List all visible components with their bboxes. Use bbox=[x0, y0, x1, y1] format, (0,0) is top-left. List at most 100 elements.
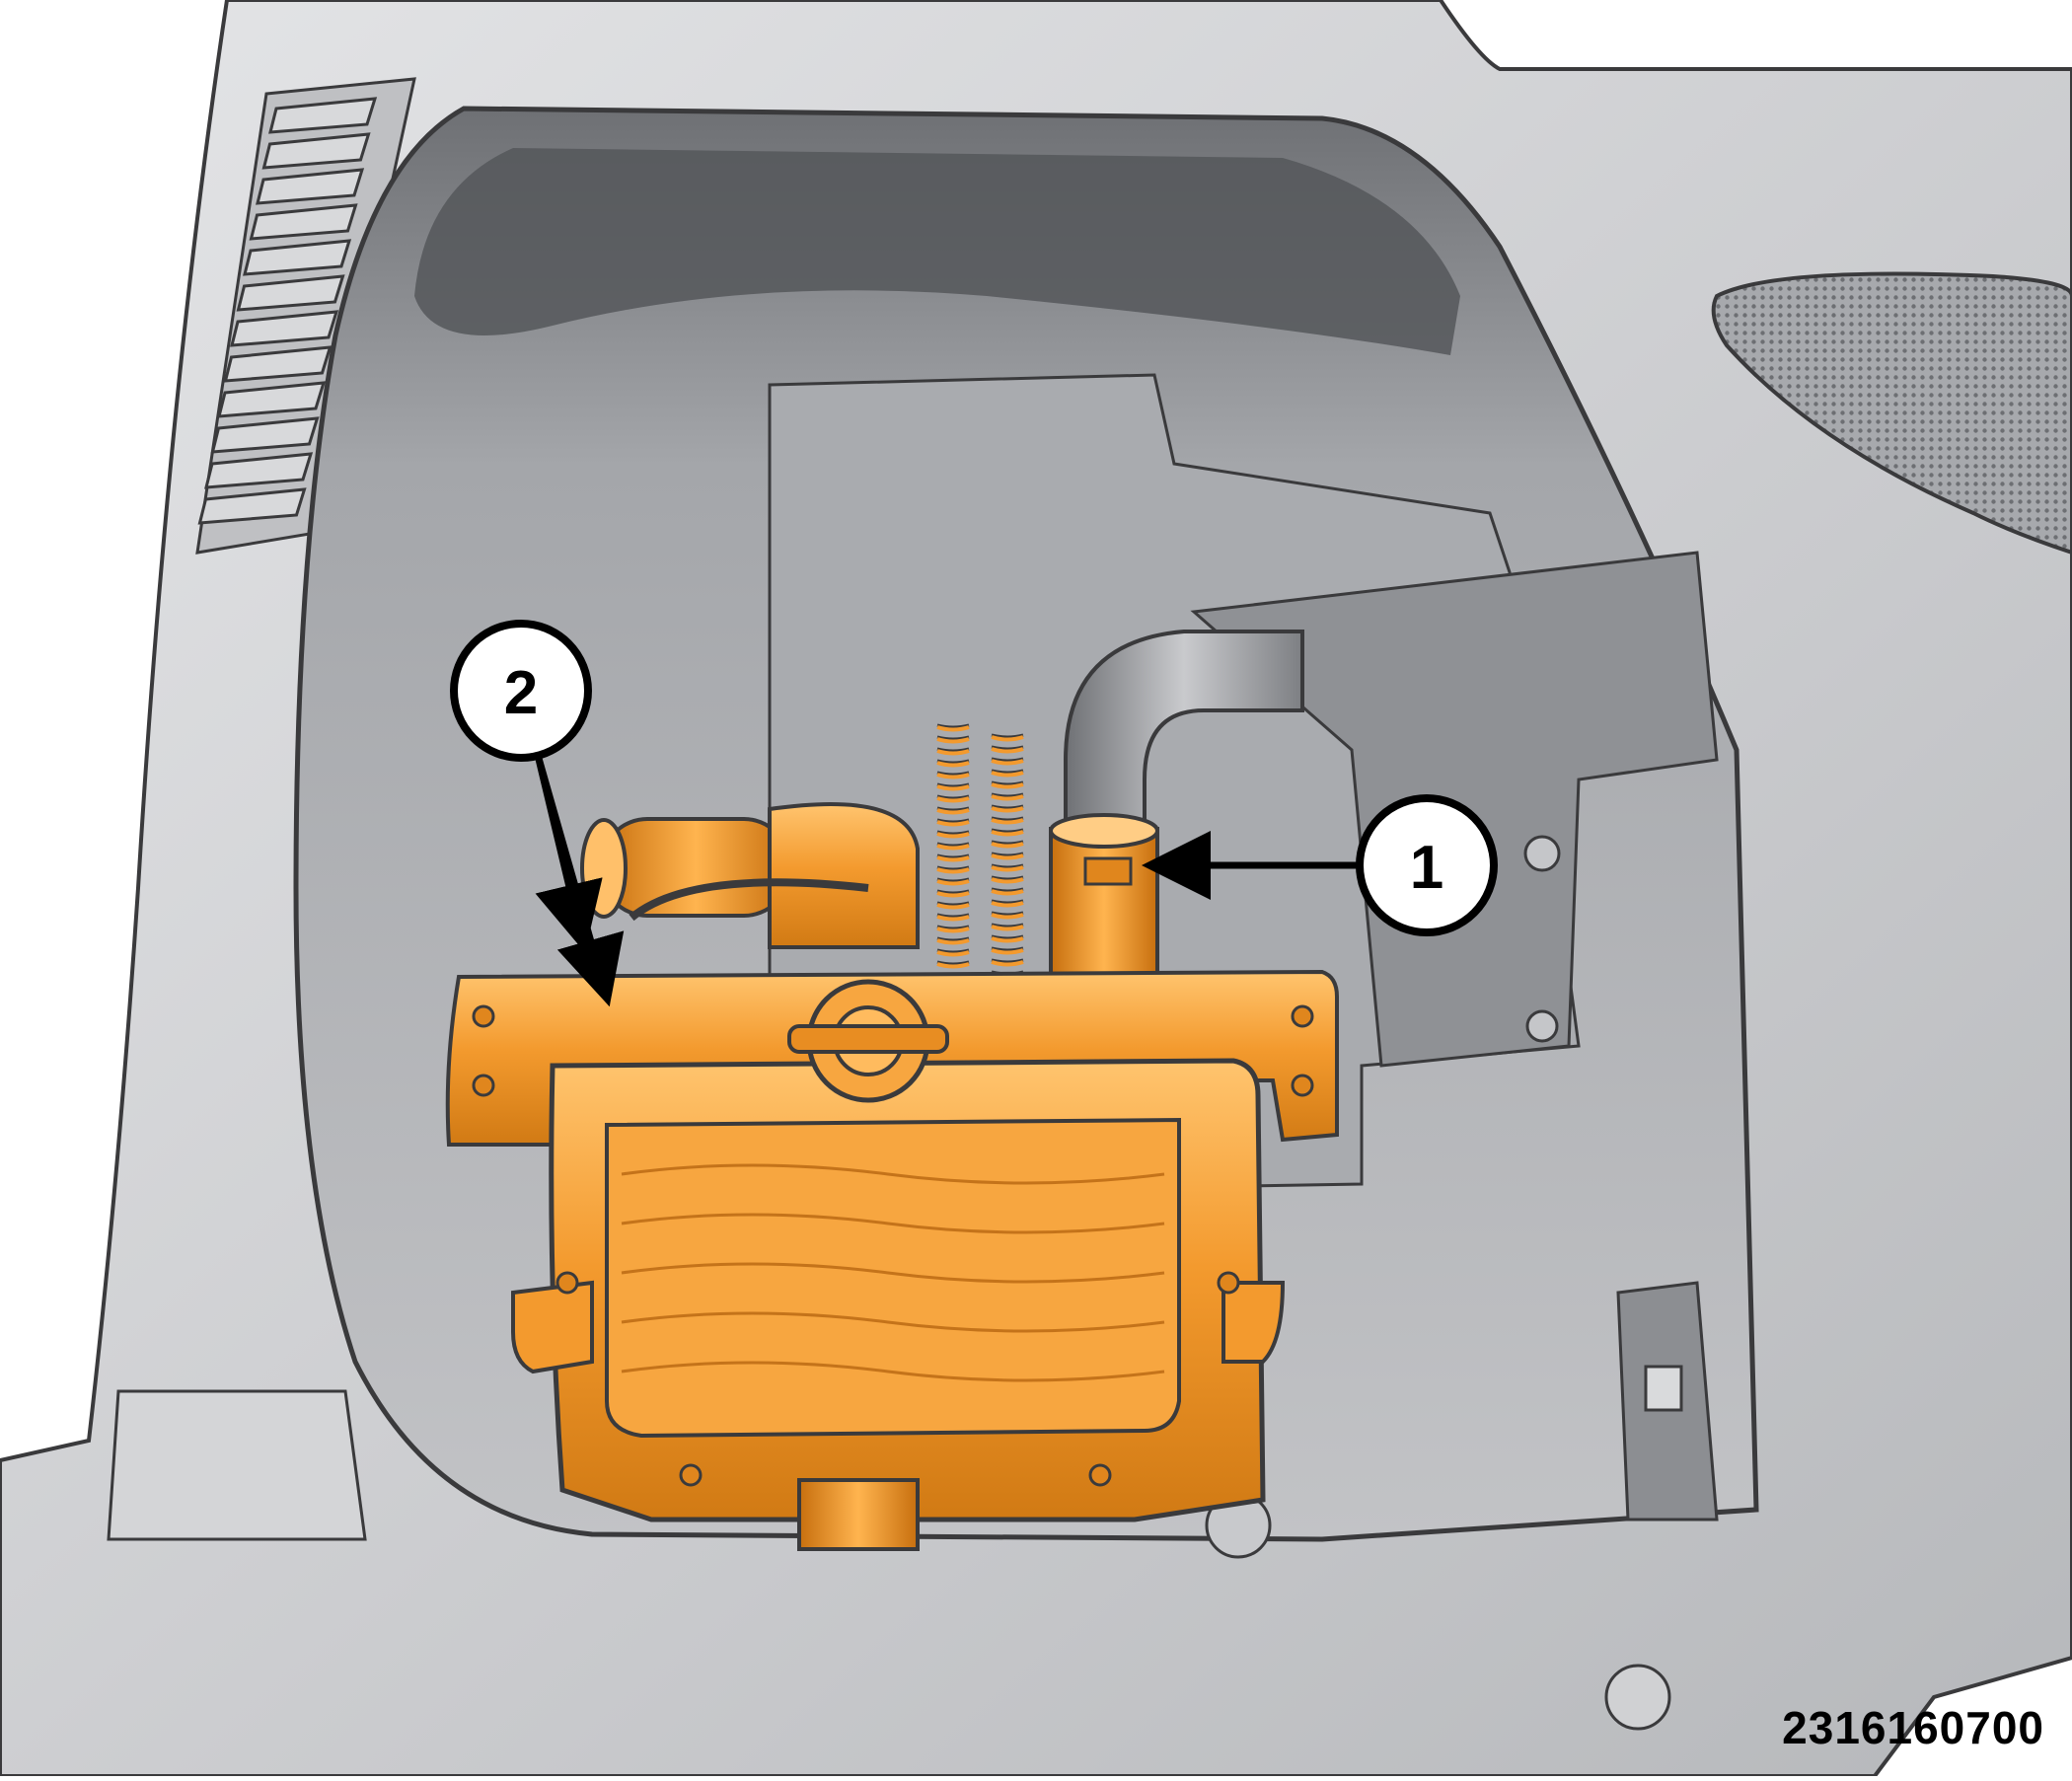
hvac-module bbox=[445, 723, 1339, 1551]
spring-coil bbox=[991, 782, 1024, 789]
callout-2: 2 bbox=[450, 620, 625, 1007]
spring-coil bbox=[936, 855, 970, 862]
spring-coil bbox=[991, 901, 1024, 908]
speaker-grille bbox=[1711, 271, 2072, 556]
filter-cap bbox=[787, 979, 949, 1103]
spring-coil bbox=[991, 735, 1024, 742]
spring-coil bbox=[936, 749, 970, 756]
spring-coil bbox=[991, 818, 1024, 825]
callout-number-1: 1 bbox=[1410, 834, 1443, 902]
vent-louvre bbox=[230, 310, 339, 347]
spring-coil bbox=[936, 820, 970, 827]
spring-coil bbox=[936, 927, 970, 933]
spring-coil bbox=[991, 960, 1024, 967]
vent-louvre bbox=[268, 97, 378, 134]
spring-coil bbox=[991, 842, 1024, 849]
vent-louvre bbox=[256, 168, 365, 205]
vent-louvre bbox=[249, 203, 358, 241]
callout-bubble-2 bbox=[450, 620, 592, 762]
spring-coil bbox=[936, 867, 970, 874]
spring-coil bbox=[936, 796, 970, 803]
bracket-nut bbox=[1525, 1009, 1559, 1043]
spring-coil bbox=[936, 960, 970, 966]
spring-coil bbox=[936, 737, 970, 744]
spring-coil bbox=[991, 804, 1024, 810]
spring-coil bbox=[936, 915, 970, 922]
spring-coil bbox=[991, 853, 1024, 860]
spring-coil bbox=[936, 761, 970, 768]
tank-contours bbox=[621, 1163, 1165, 1382]
spring-coil bbox=[991, 780, 1024, 786]
spring-coil bbox=[991, 887, 1024, 893]
spring-coil bbox=[991, 948, 1024, 955]
clip bbox=[1644, 1365, 1683, 1412]
blower-motor bbox=[580, 802, 920, 949]
spring-coil bbox=[936, 865, 970, 871]
screw bbox=[472, 1004, 495, 1028]
callout-1: 1 bbox=[1142, 794, 1498, 936]
spring-coil bbox=[991, 830, 1024, 837]
vent-louvre bbox=[236, 274, 345, 312]
filter-tank bbox=[605, 1117, 1181, 1439]
lower-ear-right bbox=[1221, 1281, 1286, 1364]
spring-coil bbox=[936, 891, 970, 898]
spring-coil bbox=[991, 911, 1024, 917]
lower-trim bbox=[107, 1389, 367, 1541]
leader-line-2b bbox=[534, 754, 625, 1007]
spring-coil bbox=[991, 875, 1024, 881]
callout-number-2: 2 bbox=[504, 659, 538, 727]
spring-coil bbox=[991, 934, 1024, 940]
spring-coil bbox=[991, 877, 1024, 884]
spring-coil bbox=[991, 852, 1024, 857]
spring-coil bbox=[936, 913, 970, 919]
lower-ear-left bbox=[511, 1280, 594, 1374]
spring-coil bbox=[936, 842, 970, 848]
spring-coil bbox=[991, 889, 1024, 896]
spring-coil bbox=[936, 962, 970, 969]
tank-contour bbox=[621, 1311, 1165, 1333]
screw bbox=[679, 1463, 703, 1487]
vent-louvre bbox=[223, 345, 333, 383]
vent-louvre bbox=[210, 416, 320, 454]
spring-coil bbox=[936, 877, 970, 883]
screw bbox=[555, 1271, 579, 1295]
spring-coil bbox=[991, 771, 1024, 778]
spring-coil bbox=[936, 901, 970, 907]
spring-coil bbox=[991, 863, 1024, 869]
spring-coils bbox=[936, 723, 1024, 993]
spring-coil bbox=[991, 759, 1024, 766]
spring-coil bbox=[991, 794, 1024, 801]
spring-coil bbox=[991, 913, 1024, 920]
tank-contour bbox=[621, 1262, 1165, 1284]
spring-coil bbox=[936, 889, 970, 895]
screw bbox=[472, 1074, 495, 1097]
spring-coil bbox=[991, 769, 1024, 775]
spring-coil bbox=[936, 948, 970, 954]
side-vent bbox=[195, 77, 416, 555]
spring-coil bbox=[991, 946, 1024, 952]
spring-coil bbox=[991, 757, 1024, 763]
spring-coil bbox=[991, 747, 1024, 754]
spring-coil bbox=[936, 844, 970, 851]
spring-coil bbox=[936, 725, 970, 732]
spring-coil bbox=[936, 938, 970, 945]
screw bbox=[1217, 1271, 1240, 1295]
spring-coil bbox=[936, 808, 970, 815]
air-duct bbox=[1064, 630, 1304, 851]
spring-coil bbox=[991, 899, 1024, 905]
tank-contour bbox=[621, 1361, 1165, 1382]
vent-louvre bbox=[197, 487, 307, 525]
screw bbox=[1291, 1074, 1314, 1097]
spring-coil bbox=[936, 784, 970, 791]
spring-coil bbox=[936, 950, 970, 957]
trim-hole bbox=[1604, 1664, 1671, 1731]
spring-coil bbox=[991, 816, 1024, 822]
spring-coil bbox=[991, 865, 1024, 872]
figure-id: 2316160700 bbox=[1782, 1702, 2044, 1753]
spring-coil bbox=[936, 747, 970, 753]
spring-coil bbox=[936, 832, 970, 839]
vent-louvre bbox=[204, 452, 314, 489]
spring-coil bbox=[936, 830, 970, 836]
screw bbox=[1291, 1004, 1314, 1028]
